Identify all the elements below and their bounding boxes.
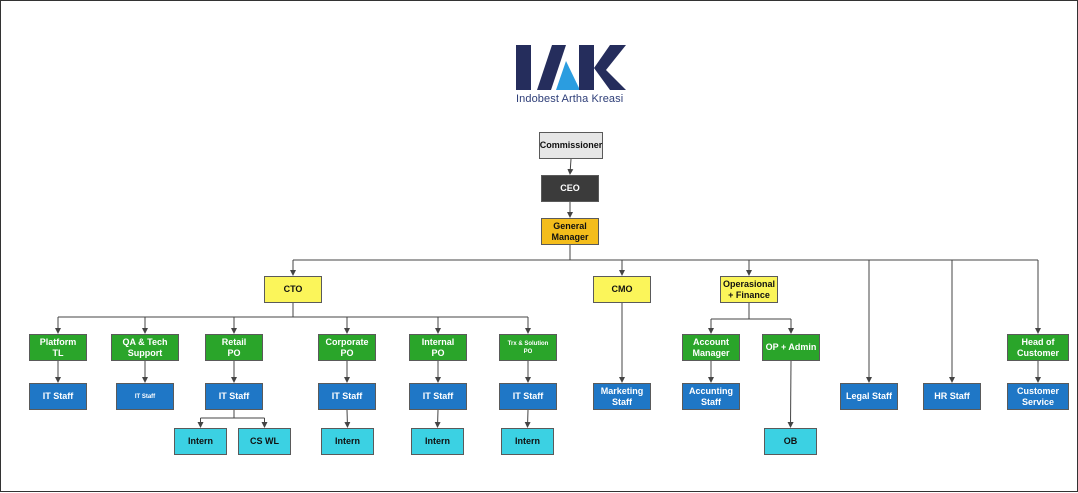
connector-arrow [524, 409, 531, 428]
ob-box: OB [764, 428, 817, 455]
connector-arrow [434, 409, 441, 428]
it-staff-corporate-box: IT Staff [318, 383, 376, 410]
connector-arrow [567, 158, 574, 175]
marketing-staff-box: Marketing Staff [593, 383, 651, 410]
hr-staff-box: HR Staff [923, 383, 981, 410]
intern-retail-box: Intern [174, 428, 227, 455]
it-staff-retail-box: IT Staff [205, 383, 263, 410]
op-admin-box: OP + Admin [762, 334, 820, 361]
platform-tl-box: Platform TL [29, 334, 87, 361]
cto-box: CTO [264, 276, 322, 303]
it-staff-qa-box: IT Staff [116, 383, 174, 410]
general-manager-box: General Manager [541, 218, 599, 245]
operasional-finance-box: Operasional + Finance [720, 276, 778, 303]
intern-trx-box: Intern [501, 428, 554, 455]
cmo-box: CMO [593, 276, 651, 303]
logo-letter-k-stem [579, 45, 594, 90]
logo-letter-k-arms [594, 45, 626, 90]
logo-letter-a-dark [537, 45, 566, 90]
qa-tech-support-box: QA & Tech Support [111, 334, 179, 361]
it-staff-platform-box: IT Staff [29, 383, 87, 410]
logo-letter-a-light [556, 61, 580, 90]
legal-staff-box: Legal Staff [840, 383, 898, 410]
commissioner-box: Commissioner [539, 132, 603, 159]
account-manager-box: Account Manager [682, 334, 740, 361]
logo-letter-i [516, 45, 531, 90]
trx-solution-po-box: Trx & Solution PO [499, 334, 557, 361]
connector-arrow [344, 409, 351, 428]
it-staff-trx-box: IT Staff [499, 383, 557, 410]
it-staff-internal-box: IT Staff [409, 383, 467, 410]
company-name: Indobest Artha Kreasi [516, 93, 624, 105]
intern-internal-box: Intern [411, 428, 464, 455]
connector-arrow [787, 360, 794, 428]
retail-po-box: Retail PO [205, 334, 263, 361]
cs-wl-box: CS WL [238, 428, 291, 455]
customer-service-box: Customer Service [1007, 383, 1069, 410]
company-logo [516, 45, 626, 90]
head-of-customer-box: Head of Customer [1007, 334, 1069, 361]
corporate-po-box: Corporate PO [318, 334, 376, 361]
intern-corporate-box: Intern [321, 428, 374, 455]
internal-po-box: Internal PO [409, 334, 467, 361]
ceo-box: CEO [541, 175, 599, 202]
accounting-staff-box: Accunting Staff [682, 383, 740, 410]
